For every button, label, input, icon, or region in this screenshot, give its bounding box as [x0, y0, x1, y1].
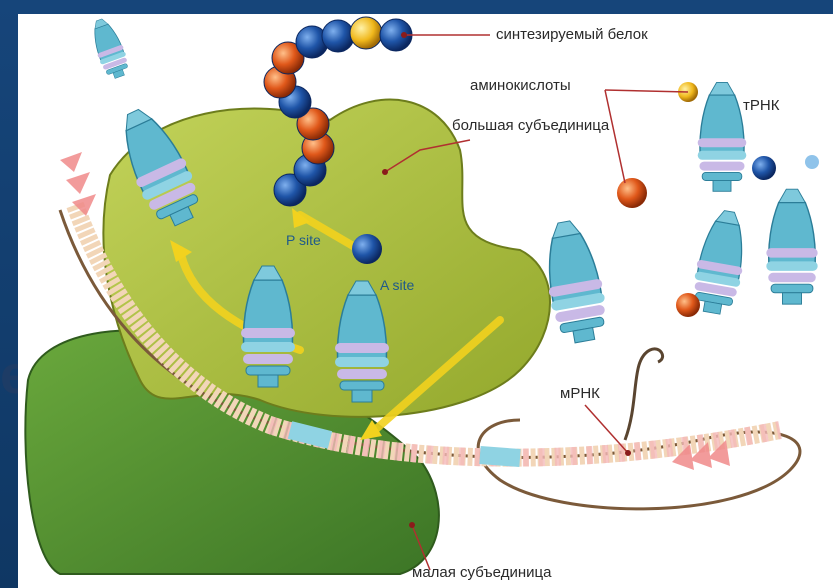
amino-acid-faint	[805, 155, 819, 169]
trna-free-bottom	[766, 189, 817, 304]
amino-acid-free-bottom	[676, 293, 700, 317]
label-large-subunit: большая субъединица	[452, 117, 609, 134]
label-trna: тРНК	[743, 97, 779, 114]
amino-acid-free-mid	[752, 156, 776, 180]
label-small-subunit: малая субъединица	[412, 564, 551, 581]
label-p-site: P site	[286, 232, 321, 248]
trna-free-top	[698, 82, 747, 191]
amino-acid-a-site	[352, 234, 382, 264]
label-a-site: A site	[380, 277, 414, 293]
label-amino-acids: аминокислоты	[470, 77, 571, 94]
label-mrna: мРНК	[560, 385, 600, 402]
label-protein: синтезируемый белок	[496, 26, 648, 43]
amino-acid-incoming	[617, 178, 647, 208]
trna-incoming	[537, 217, 611, 346]
trna-exiting-far	[86, 15, 132, 81]
